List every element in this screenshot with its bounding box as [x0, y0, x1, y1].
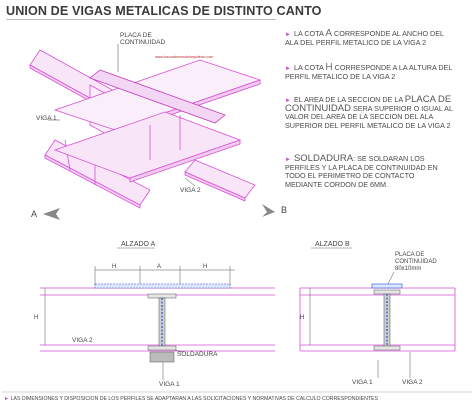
isometric-view	[29, 49, 262, 209]
note-soldadura: ►SOLDADURA: SE SOLDARAN LOS PERFILES Y L…	[285, 153, 438, 189]
svg-text:VIGA 1: VIGA 1	[159, 381, 180, 388]
svg-text:A: A	[157, 264, 161, 270]
iso-watermark: www.loscuadernosdelarquitecto.com	[155, 55, 213, 59]
page-title: UNION DE VIGAS METALICAS DE DISTINTO CAN…	[6, 4, 322, 18]
svg-text:SOLDADURA: SOLDADURA	[177, 351, 218, 358]
svg-text:PLACA DE: PLACA DE	[395, 252, 424, 258]
svg-text:80x10mm: 80x10mm	[395, 266, 421, 272]
alzado-a: ALZADO A H A H H VIGA 1 VIGA 2	[34, 241, 275, 388]
alzado-a-title: ALZADO A	[121, 241, 156, 248]
footer-note: ► LAS DIMENSIONES Y DISPOSICION DE LOS P…	[4, 396, 378, 402]
note-cota-h: ►LA COTA H CORRESPONDE A LA ALTURA DEL P…	[285, 62, 453, 82]
alzado-b-title: ALZADO B	[315, 241, 350, 248]
iso-placa-label-2: CONTINUIDAD	[120, 39, 165, 46]
iso-viga1-label: VIGA 1	[36, 115, 57, 122]
svg-text:H: H	[112, 264, 116, 270]
iso-placa-continuidad	[89, 69, 226, 124]
svg-text:VIGA 2: VIGA 2	[72, 337, 93, 344]
svg-text:VIGA 2: VIGA 2	[402, 379, 423, 386]
note-cota-a: ►LA COTA A CORRESPONDE AL ANCHO DEL ALA …	[285, 28, 444, 48]
alzado-b: ALZADO B PLACA DE CONTINUIDAD 80x10mm H …	[299, 241, 456, 386]
svg-text:CONTINUIDAD: CONTINUIDAD	[395, 259, 437, 265]
svg-text:H: H	[203, 264, 207, 270]
view-arrow-b: B	[262, 204, 287, 217]
svg-text:H: H	[300, 315, 304, 321]
title-underline	[6, 19, 276, 20]
view-arrow-a: A	[31, 208, 60, 220]
iso-placa-label-1: PLACA DE	[120, 32, 152, 39]
svg-text:VIGA 1: VIGA 1	[352, 379, 373, 386]
svg-text:B: B	[281, 205, 287, 215]
iso-viga2-label: VIGA 2	[180, 187, 201, 194]
svg-text:A: A	[31, 209, 37, 219]
note-placa: ►EL AREA DE LA SECCION DE LA PLACA DE CO…	[285, 94, 453, 130]
svg-text:H: H	[34, 315, 38, 321]
